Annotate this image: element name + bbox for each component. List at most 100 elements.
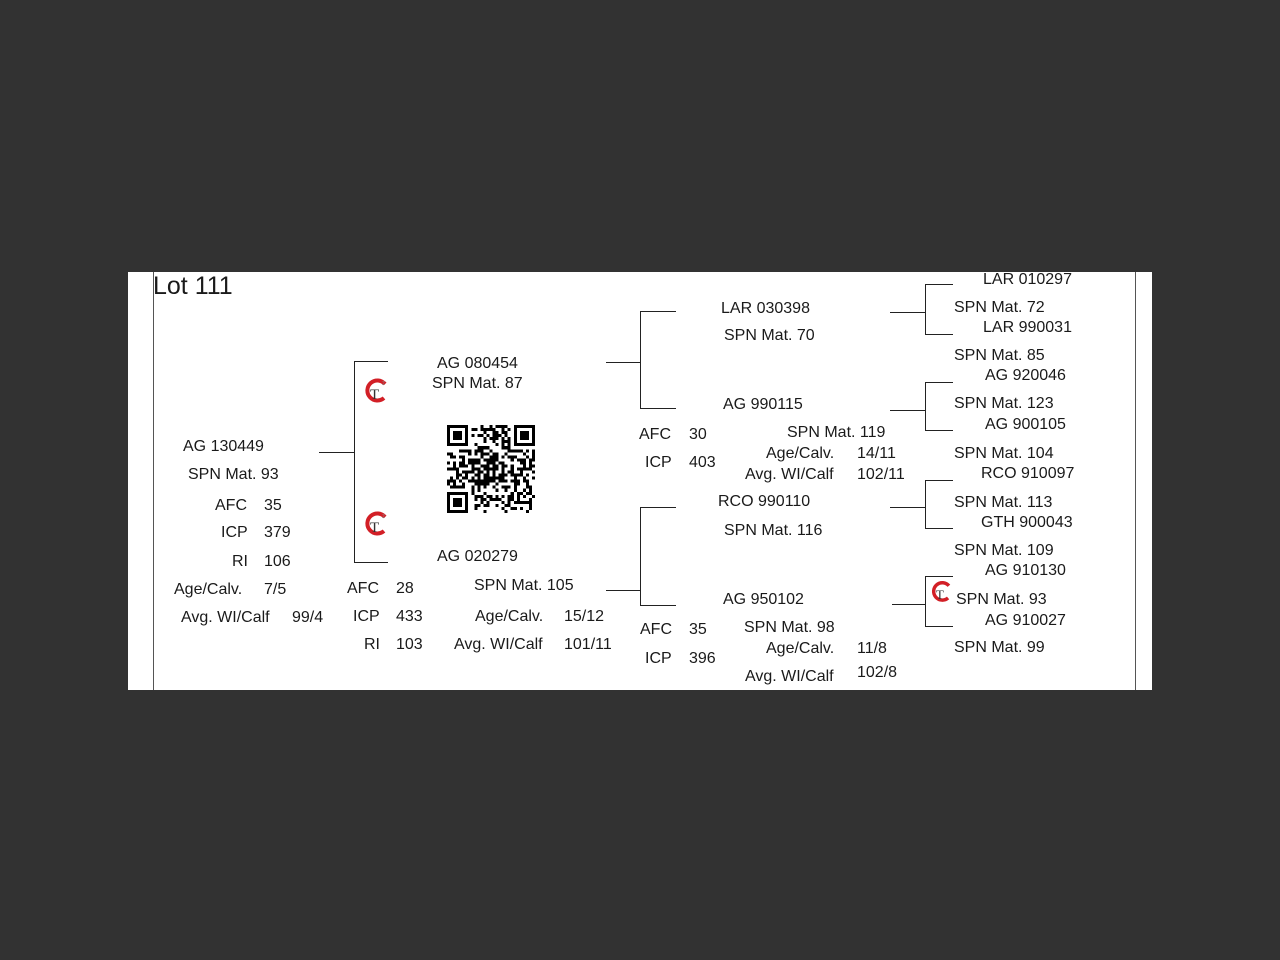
gen2-b-age-label: Age/Calv. xyxy=(766,445,835,462)
gen3-c2-id: GTH 900043 xyxy=(981,514,1073,531)
sire-age-label: Age/Calv. xyxy=(174,581,243,598)
gen2-b-wi-label: Avg. WI/Calf xyxy=(745,466,834,483)
gen1-bottom-ri-value: 103 xyxy=(396,636,423,653)
bracket-line xyxy=(925,528,953,529)
gen2-a-id: LAR 030398 xyxy=(721,300,810,317)
gen2-b-age-value: 14/11 xyxy=(857,445,896,462)
bracket-line xyxy=(925,576,953,577)
gen3-d1-id: AG 910130 xyxy=(985,562,1066,579)
right-margin-rule xyxy=(1135,272,1136,690)
gen2-a-spn: SPN Mat. 70 xyxy=(724,327,815,344)
bracket-line xyxy=(925,334,953,335)
gen1-bottom-wi-label: Avg. WI/Calf xyxy=(454,636,543,653)
sire-afc-value: 35 xyxy=(264,497,282,514)
gen2-b-icp-label: ICP xyxy=(645,454,672,471)
svg-text:T: T xyxy=(370,387,379,403)
gen3-a1-id: LAR 010297 xyxy=(983,272,1072,288)
gen2-b-spn: SPN Mat. 119 xyxy=(787,424,886,441)
bracket-line xyxy=(890,507,926,508)
gen2-d-icp-value: 396 xyxy=(689,650,716,667)
gen2-d-afc-value: 35 xyxy=(689,621,707,638)
gen1-bottom-age-value: 15/12 xyxy=(564,608,605,625)
gen3-c2-spn: SPN Mat. 109 xyxy=(954,542,1054,559)
bracket-line xyxy=(890,312,926,313)
bracket-line xyxy=(925,382,926,431)
gen2-d-age-value: 11/8 xyxy=(857,640,887,657)
gen3-d2-id: AG 910027 xyxy=(985,612,1066,629)
bracket-line xyxy=(354,361,388,362)
gen2-d-id: AG 950102 xyxy=(723,591,804,608)
bracket-line xyxy=(354,562,388,563)
gen2-d-wi-label: Avg. WI/Calf xyxy=(745,668,834,685)
gen2-b-wi-value: 102/11 xyxy=(857,466,905,483)
sire-afc-label: AFC xyxy=(215,497,247,514)
gen2-c-spn: SPN Mat. 116 xyxy=(724,522,823,539)
svg-text:T: T xyxy=(936,587,944,602)
gen1-bottom-spn: SPN Mat. 105 xyxy=(474,577,574,594)
bracket-line xyxy=(640,605,676,606)
qr-code-icon xyxy=(447,425,535,513)
gen1-top-spn: SPN Mat. 87 xyxy=(432,375,523,392)
bracket-line xyxy=(640,507,676,508)
gen1-bottom-ri-label: RI xyxy=(364,636,380,653)
gen3-d2-spn: SPN Mat. 99 xyxy=(954,639,1045,656)
bracket-line xyxy=(925,480,953,481)
gen2-d-spn: SPN Mat. 98 xyxy=(744,619,835,636)
gen3-b1-id: AG 920046 xyxy=(985,367,1066,384)
bracket-line xyxy=(319,452,354,453)
svg-text:z: z xyxy=(382,381,385,387)
gen3-b2-spn: SPN Mat. 104 xyxy=(954,445,1054,462)
sire-id: AG 130449 xyxy=(183,438,264,455)
sire-ri-label: RI xyxy=(232,553,248,570)
gen3-a1-spn: SPN Mat. 72 xyxy=(954,299,1045,316)
sire-spn: SPN Mat. 93 xyxy=(188,466,279,483)
gen1-bottom-icp-label: ICP xyxy=(353,608,380,625)
sire-icp-value: 379 xyxy=(264,524,291,541)
bracket-line xyxy=(892,604,926,605)
sire-icp-label: ICP xyxy=(221,524,248,541)
gt-logo-icon: T xyxy=(931,581,951,602)
gen2-b-afc-value: 30 xyxy=(689,426,707,443)
lot-title: Lot 111 xyxy=(153,272,233,300)
bracket-line xyxy=(925,430,953,431)
gen2-b-id: AG 990115 xyxy=(723,396,803,413)
svg-text:z: z xyxy=(382,514,385,520)
pedigree-sheet: Lot 111 AG 130449 SPN Mat. 93 AFC 35 ICP… xyxy=(128,272,1152,690)
bracket-line xyxy=(925,284,953,285)
gen3-b1-spn: SPN Mat. 123 xyxy=(954,395,1054,412)
gen2-b-icp-value: 403 xyxy=(689,454,716,471)
gen2-d-wi-value: 102/8 xyxy=(857,664,898,681)
gen2-d-afc-label: AFC xyxy=(640,621,672,638)
gen3-c1-spn: SPN Mat. 113 xyxy=(954,494,1053,511)
gt-logo-icon: T z xyxy=(365,378,387,403)
bracket-line xyxy=(640,408,676,409)
bracket-line xyxy=(640,311,676,312)
gen2-b-afc-label: AFC xyxy=(639,426,671,443)
bracket-line xyxy=(606,362,641,363)
bracket-line xyxy=(640,311,641,409)
bracket-line xyxy=(925,382,953,383)
gen2-d-age-label: Age/Calv. xyxy=(766,640,835,657)
bracket-line xyxy=(354,361,355,563)
bracket-line xyxy=(640,507,641,606)
gen3-a2-id: LAR 990031 xyxy=(983,319,1072,336)
gen1-top-id: AG 080454 xyxy=(437,355,518,372)
sire-age-value: 7/5 xyxy=(264,581,287,598)
bracket-line xyxy=(925,626,953,627)
gen1-bottom-afc-label: AFC xyxy=(347,580,379,597)
sire-ri-value: 106 xyxy=(264,553,291,570)
gen3-d1-spn: SPN Mat. 93 xyxy=(956,591,1047,608)
gt-logo-icon: T z xyxy=(365,511,387,536)
bracket-line xyxy=(925,576,926,627)
gen1-bottom-icp-value: 433 xyxy=(396,608,423,625)
sire-wi-value: 99/4 xyxy=(292,609,324,626)
bracket-line xyxy=(890,410,926,411)
gen2-d-icp-label: ICP xyxy=(645,650,672,667)
gen3-b2-id: AG 900105 xyxy=(985,416,1066,433)
gen3-a2-spn: SPN Mat. 85 xyxy=(954,347,1045,364)
bracket-line xyxy=(925,284,926,335)
gen1-bottom-wi-value: 101/11 xyxy=(564,636,612,653)
gen1-bottom-id: AG 020279 xyxy=(437,548,518,565)
svg-text:T: T xyxy=(370,520,379,536)
bracket-line xyxy=(925,480,926,529)
